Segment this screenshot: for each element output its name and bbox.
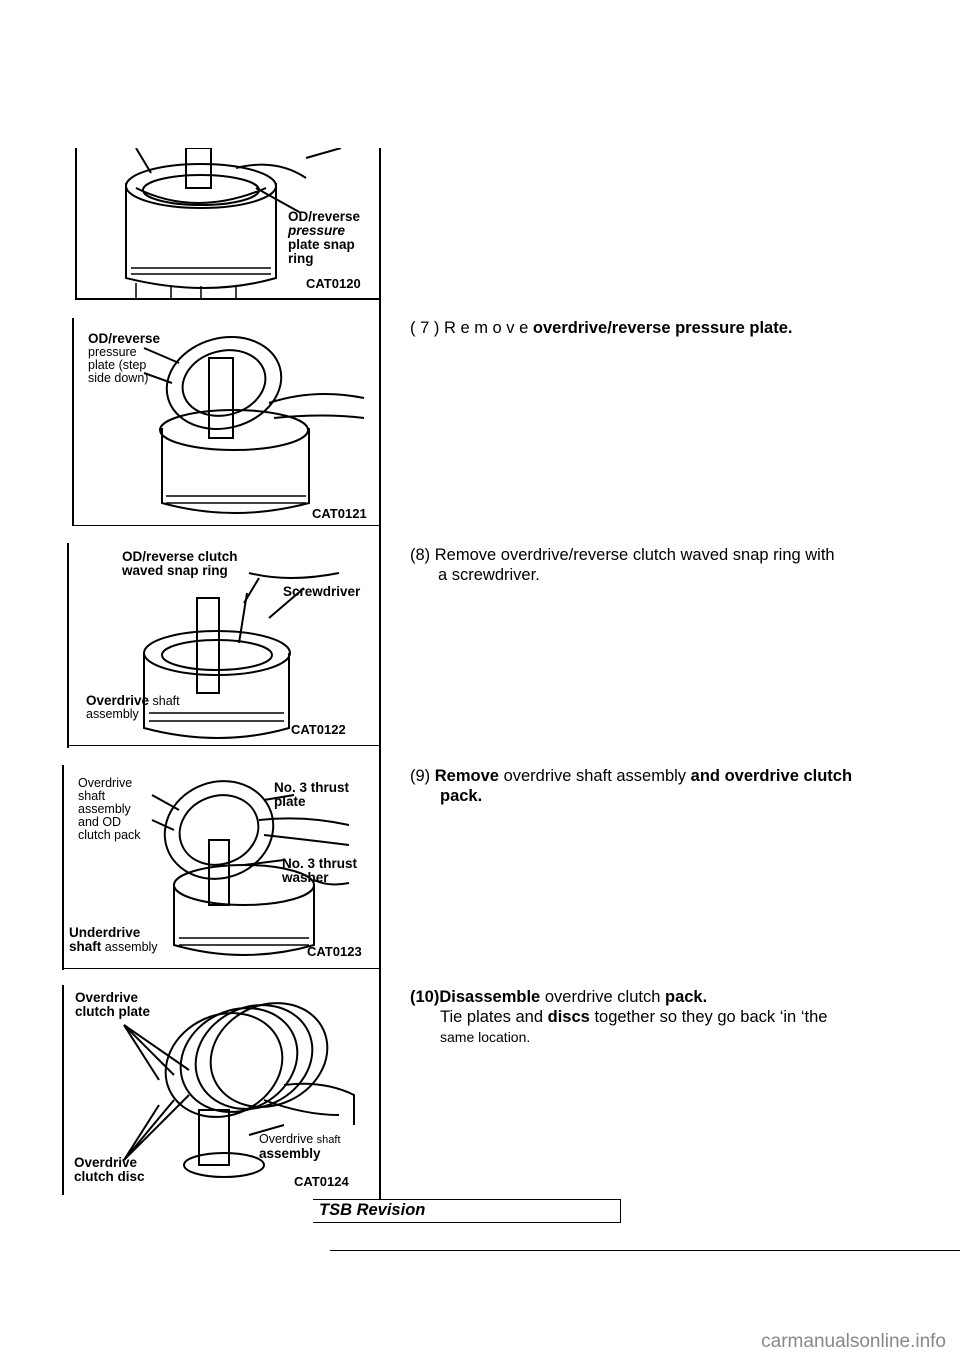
label-line: ring: [288, 251, 314, 266]
label-line: Overdrive: [78, 776, 133, 790]
pressure-plate-illustration: [143, 336, 365, 514]
label-overdrive-shaft-and-od-clutch-pack: Overdrive shaft assembly and OD clutch p…: [78, 777, 141, 842]
step-text: pack.: [440, 787, 483, 805]
label-line: Underdrive: [69, 925, 141, 940]
label-overdrive-shaft-assembly: Overdrive shaft assembly: [259, 1133, 341, 1161]
figure-cat0124: Overdrive clutch plate Overdrive shaft a…: [64, 985, 379, 1195]
step-text: and overdrive clutch: [690, 767, 853, 785]
tsb-revision-box: TSB Revision: [313, 1199, 621, 1223]
step-verb: R e m o v e: [443, 319, 529, 337]
figure-code: CAT0122: [291, 722, 346, 737]
figure-code: CAT0123: [307, 944, 362, 959]
label-line: clutch disc: [74, 1169, 145, 1184]
step-text: discs: [547, 1008, 590, 1026]
label-line: pressure: [88, 345, 137, 359]
label-overdrive-clutch-plate: Overdrive clutch plate: [75, 991, 150, 1019]
label-line: assembly: [86, 707, 139, 721]
step-10: (10)Disassemble overdrive clutch pack. T…: [410, 987, 827, 1047]
figure-code: CAT0120: [306, 276, 361, 291]
label-line: and OD: [78, 815, 122, 829]
step-text: same location.: [440, 1029, 531, 1045]
clutch-drum-illustration: [125, 148, 342, 298]
label-underdrive-shaft-assembly: Underdrive shaft assembly: [69, 926, 158, 954]
label-line: plate (step: [88, 358, 147, 372]
label-od-reverse-pressure-plate: OD/reverse pressure plate (step side dow…: [88, 332, 160, 385]
step-number: ( 7 ): [410, 319, 440, 337]
footer-watermark: carmanualsonline.info: [761, 1331, 946, 1352]
label-line: shaft: [69, 939, 102, 954]
tsb-revision-label: TSB Revision: [319, 1201, 426, 1219]
label-line: No. 3 thrust: [282, 856, 358, 871]
label-line: OD/reverse: [88, 331, 161, 346]
label-line: plate: [274, 794, 306, 809]
step-text-line: a screwdriver.: [438, 566, 540, 584]
figure-cat0123: Overdrive shaft assembly and OD clutch p…: [64, 765, 379, 968]
figure-code: CAT0124: [294, 1174, 349, 1189]
step-number: (9): [410, 767, 431, 785]
label-line: Overdrive: [259, 1132, 314, 1146]
label-line: washer: [282, 870, 329, 885]
step-text: overdrive shaft assembly: [503, 767, 687, 785]
label-overdrive-clutch-disc: Overdrive clutch disc: [74, 1156, 145, 1184]
figure-cat0122: OD/reverse clutch waved snap ring Screwd…: [69, 543, 379, 745]
step-text: together so they go back ‘in ‘the: [594, 1008, 828, 1026]
label-line: No. 3 thrust: [274, 780, 350, 795]
label-line: shaft: [78, 789, 106, 803]
step-text: pack.: [665, 988, 708, 1006]
label-line: assembly: [104, 940, 158, 954]
label-line: waved snap ring: [122, 563, 228, 578]
label-od-reverse-plate-snap-ring: OD/reverse pressure plate snap ring: [288, 210, 360, 266]
clutch-plates-discs-illustration: [123, 1002, 355, 1178]
label-line: shaft: [316, 1134, 341, 1146]
label-screwdriver: Screwdriver: [283, 584, 361, 599]
label-no3-thrust-plate: No. 3 thrust plate: [274, 781, 349, 809]
figure-cat0120: OD/reverse pressure plate snap ring CAT0…: [76, 148, 380, 298]
label-line: pressure: [288, 223, 346, 238]
label-line: assembly: [78, 802, 131, 816]
clutch-pack-removal-illustration: [151, 780, 350, 956]
label-no3-thrust-washer: No. 3 thrust washer: [282, 857, 357, 885]
label-line: OD/reverse: [288, 209, 361, 224]
label-overdrive-shaft-assembly: Overdrive shaft assembly: [86, 694, 180, 721]
label-line: plate snap: [288, 237, 355, 252]
step-text: overdrive/reverse pressure plate.: [532, 319, 793, 337]
label-line: shaft: [152, 694, 180, 708]
step-text-line: (8) Remove overdrive/reverse clutch wave…: [410, 546, 835, 564]
step-7: ( 7 ) R e m o v e overdrive/reverse pres…: [410, 318, 792, 338]
figure-cat0121: OD/reverse pressure plate (step side dow…: [74, 318, 379, 525]
label-line: OD/reverse clutch: [122, 549, 238, 564]
step-text: overdrive clutch: [544, 988, 661, 1006]
step-8: (8) Remove overdrive/reverse clutch wave…: [410, 545, 835, 585]
label-line: Overdrive: [74, 1155, 138, 1170]
label-line: clutch plate: [75, 1004, 151, 1019]
step-9: (9) Remove overdrive shaft assembly and …: [410, 766, 852, 806]
label-line: Overdrive: [75, 990, 139, 1005]
step-verb: (10)Disassemble: [410, 988, 541, 1006]
label-line: assembly: [259, 1146, 321, 1161]
figure-code: CAT0121: [312, 506, 367, 521]
step-text: Tie plates and: [440, 1008, 544, 1026]
label-line: clutch pack: [78, 828, 141, 842]
label-line: side down): [88, 371, 149, 385]
label-line: Overdrive: [86, 693, 150, 708]
step-verb: Remove: [434, 767, 499, 785]
waved-snap-ring-illustration: [143, 572, 340, 739]
label-od-reverse-clutch-waved-snap-ring: OD/reverse clutch waved snap ring: [122, 550, 238, 578]
